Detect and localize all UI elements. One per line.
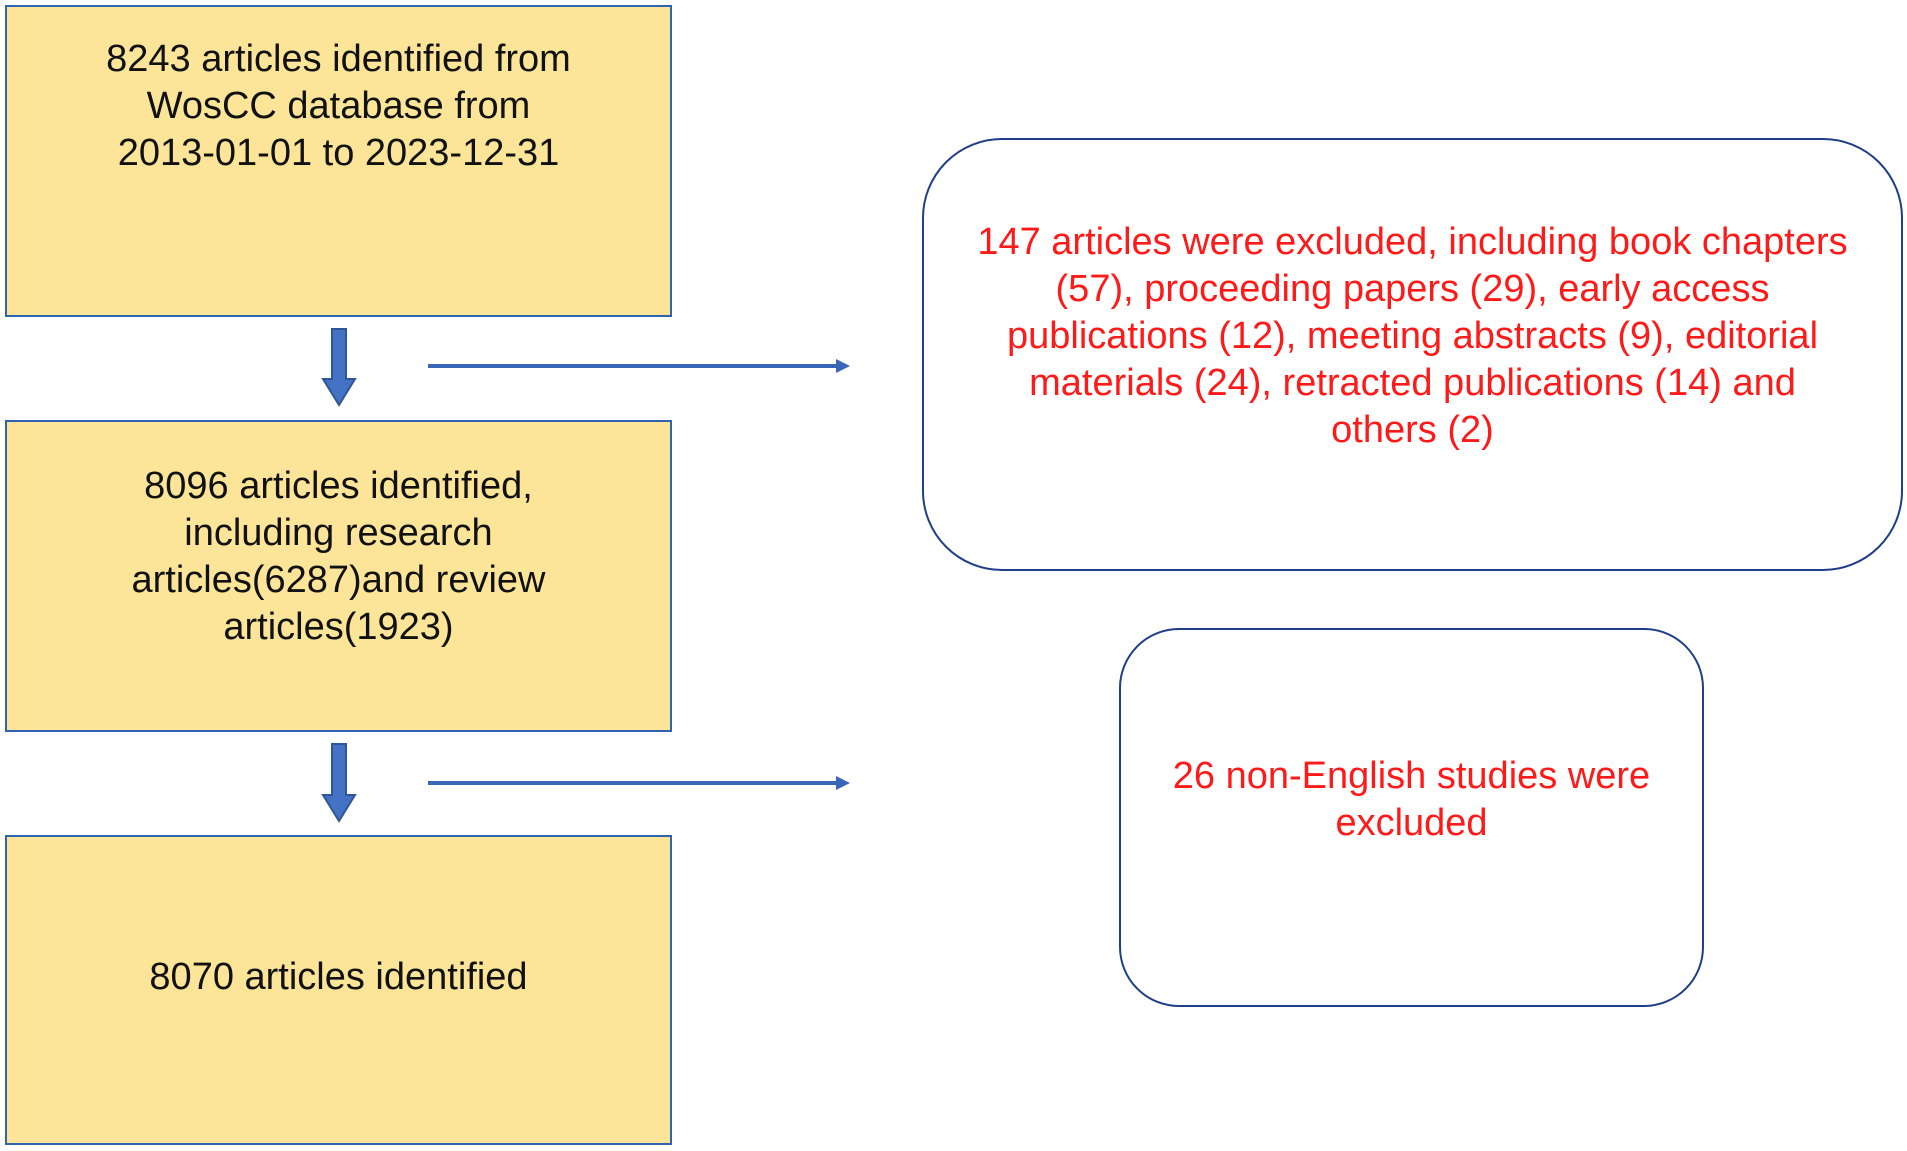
- language-exclusion-box: 26 non-English studies were excluded: [1119, 628, 1704, 1007]
- identified-articles-box: 8243 articles identified from WosCC data…: [5, 5, 672, 317]
- document-type-exclusion-text: 147 articles were excluded, including bo…: [977, 221, 1848, 451]
- final-articles-text: 8070 articles identified: [149, 955, 528, 998]
- down-arrow-1: [321, 328, 357, 407]
- language-exclusion-text: 26 non-English studies were excluded: [1172, 754, 1651, 844]
- down-arrow-2: [321, 743, 357, 823]
- identified-articles-text: 8243 articles identified from WosCC data…: [106, 37, 571, 174]
- document-type-exclusion-box: 147 articles were excluded, including bo…: [922, 138, 1903, 571]
- filtered-articles-box: 8096 articles identified, including rese…: [5, 420, 672, 732]
- filtered-articles-text: 8096 articles identified, including rese…: [131, 465, 546, 648]
- final-articles-box: 8070 articles identified: [5, 835, 672, 1145]
- right-arrow-1-head: [836, 359, 850, 373]
- right-arrow-2-head: [836, 776, 850, 790]
